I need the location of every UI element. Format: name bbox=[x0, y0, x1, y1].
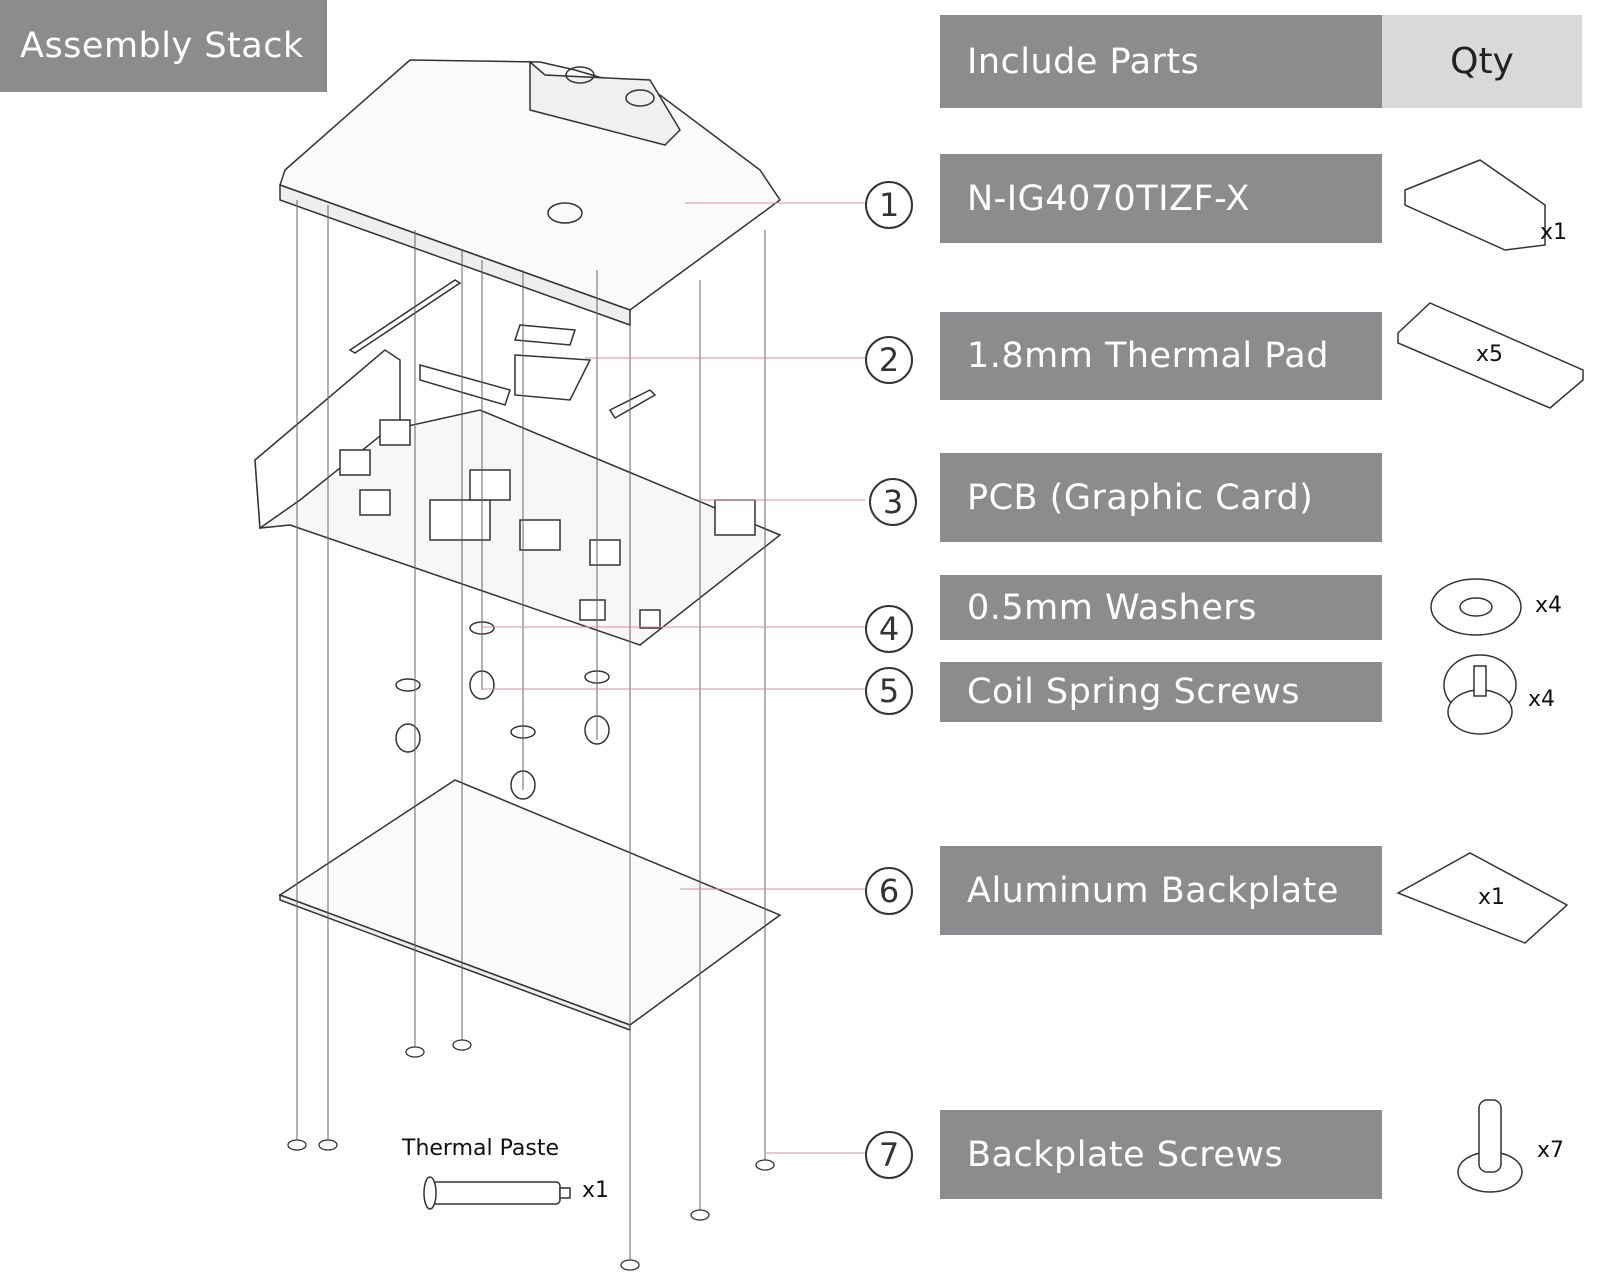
callout-7: 7 bbox=[865, 1131, 913, 1179]
page-title: Assembly Stack bbox=[0, 0, 327, 92]
qty-2: x5 bbox=[1476, 342, 1504, 367]
qty-4: x4 bbox=[1535, 593, 1563, 618]
thermal-pad-drawing bbox=[348, 279, 657, 420]
backplate-icon bbox=[1396, 852, 1569, 944]
callout-1: 1 bbox=[865, 181, 913, 229]
qty-6: x1 bbox=[1478, 885, 1506, 910]
part-row-5: Coil Spring Screws bbox=[940, 662, 1382, 722]
part-row-2: 1.8mm Thermal Pad bbox=[940, 312, 1382, 400]
callout-6: 6 bbox=[865, 867, 913, 915]
water-block-icon bbox=[1404, 159, 1546, 251]
parts-header: Include Parts bbox=[940, 15, 1382, 108]
callout-4: 4 bbox=[865, 605, 913, 653]
callout-3: 3 bbox=[869, 478, 917, 526]
qty-header: Qty bbox=[1382, 15, 1582, 108]
qty-1: x1 bbox=[1540, 220, 1568, 245]
callout-5: 5 bbox=[865, 667, 913, 715]
qty-7: x7 bbox=[1537, 1138, 1565, 1163]
part-row-7: Backplate Screws bbox=[940, 1110, 1382, 1199]
thermal-pad-icon bbox=[1397, 302, 1584, 409]
part-row-1: N-IG4070TIZF-X bbox=[940, 154, 1382, 243]
qty-5: x4 bbox=[1528, 687, 1556, 712]
callout-2: 2 bbox=[865, 336, 913, 384]
part-row-6: Aluminum Backplate bbox=[940, 846, 1382, 935]
thermal-paste-qty: x1 bbox=[582, 1178, 610, 1203]
part-row-4: 0.5mm Washers bbox=[940, 575, 1382, 640]
thermal-paste-label: Thermal Paste bbox=[402, 1136, 559, 1161]
part-row-3: PCB (Graphic Card) bbox=[940, 453, 1382, 542]
thermal-paste-drawing bbox=[423, 1176, 571, 1210]
